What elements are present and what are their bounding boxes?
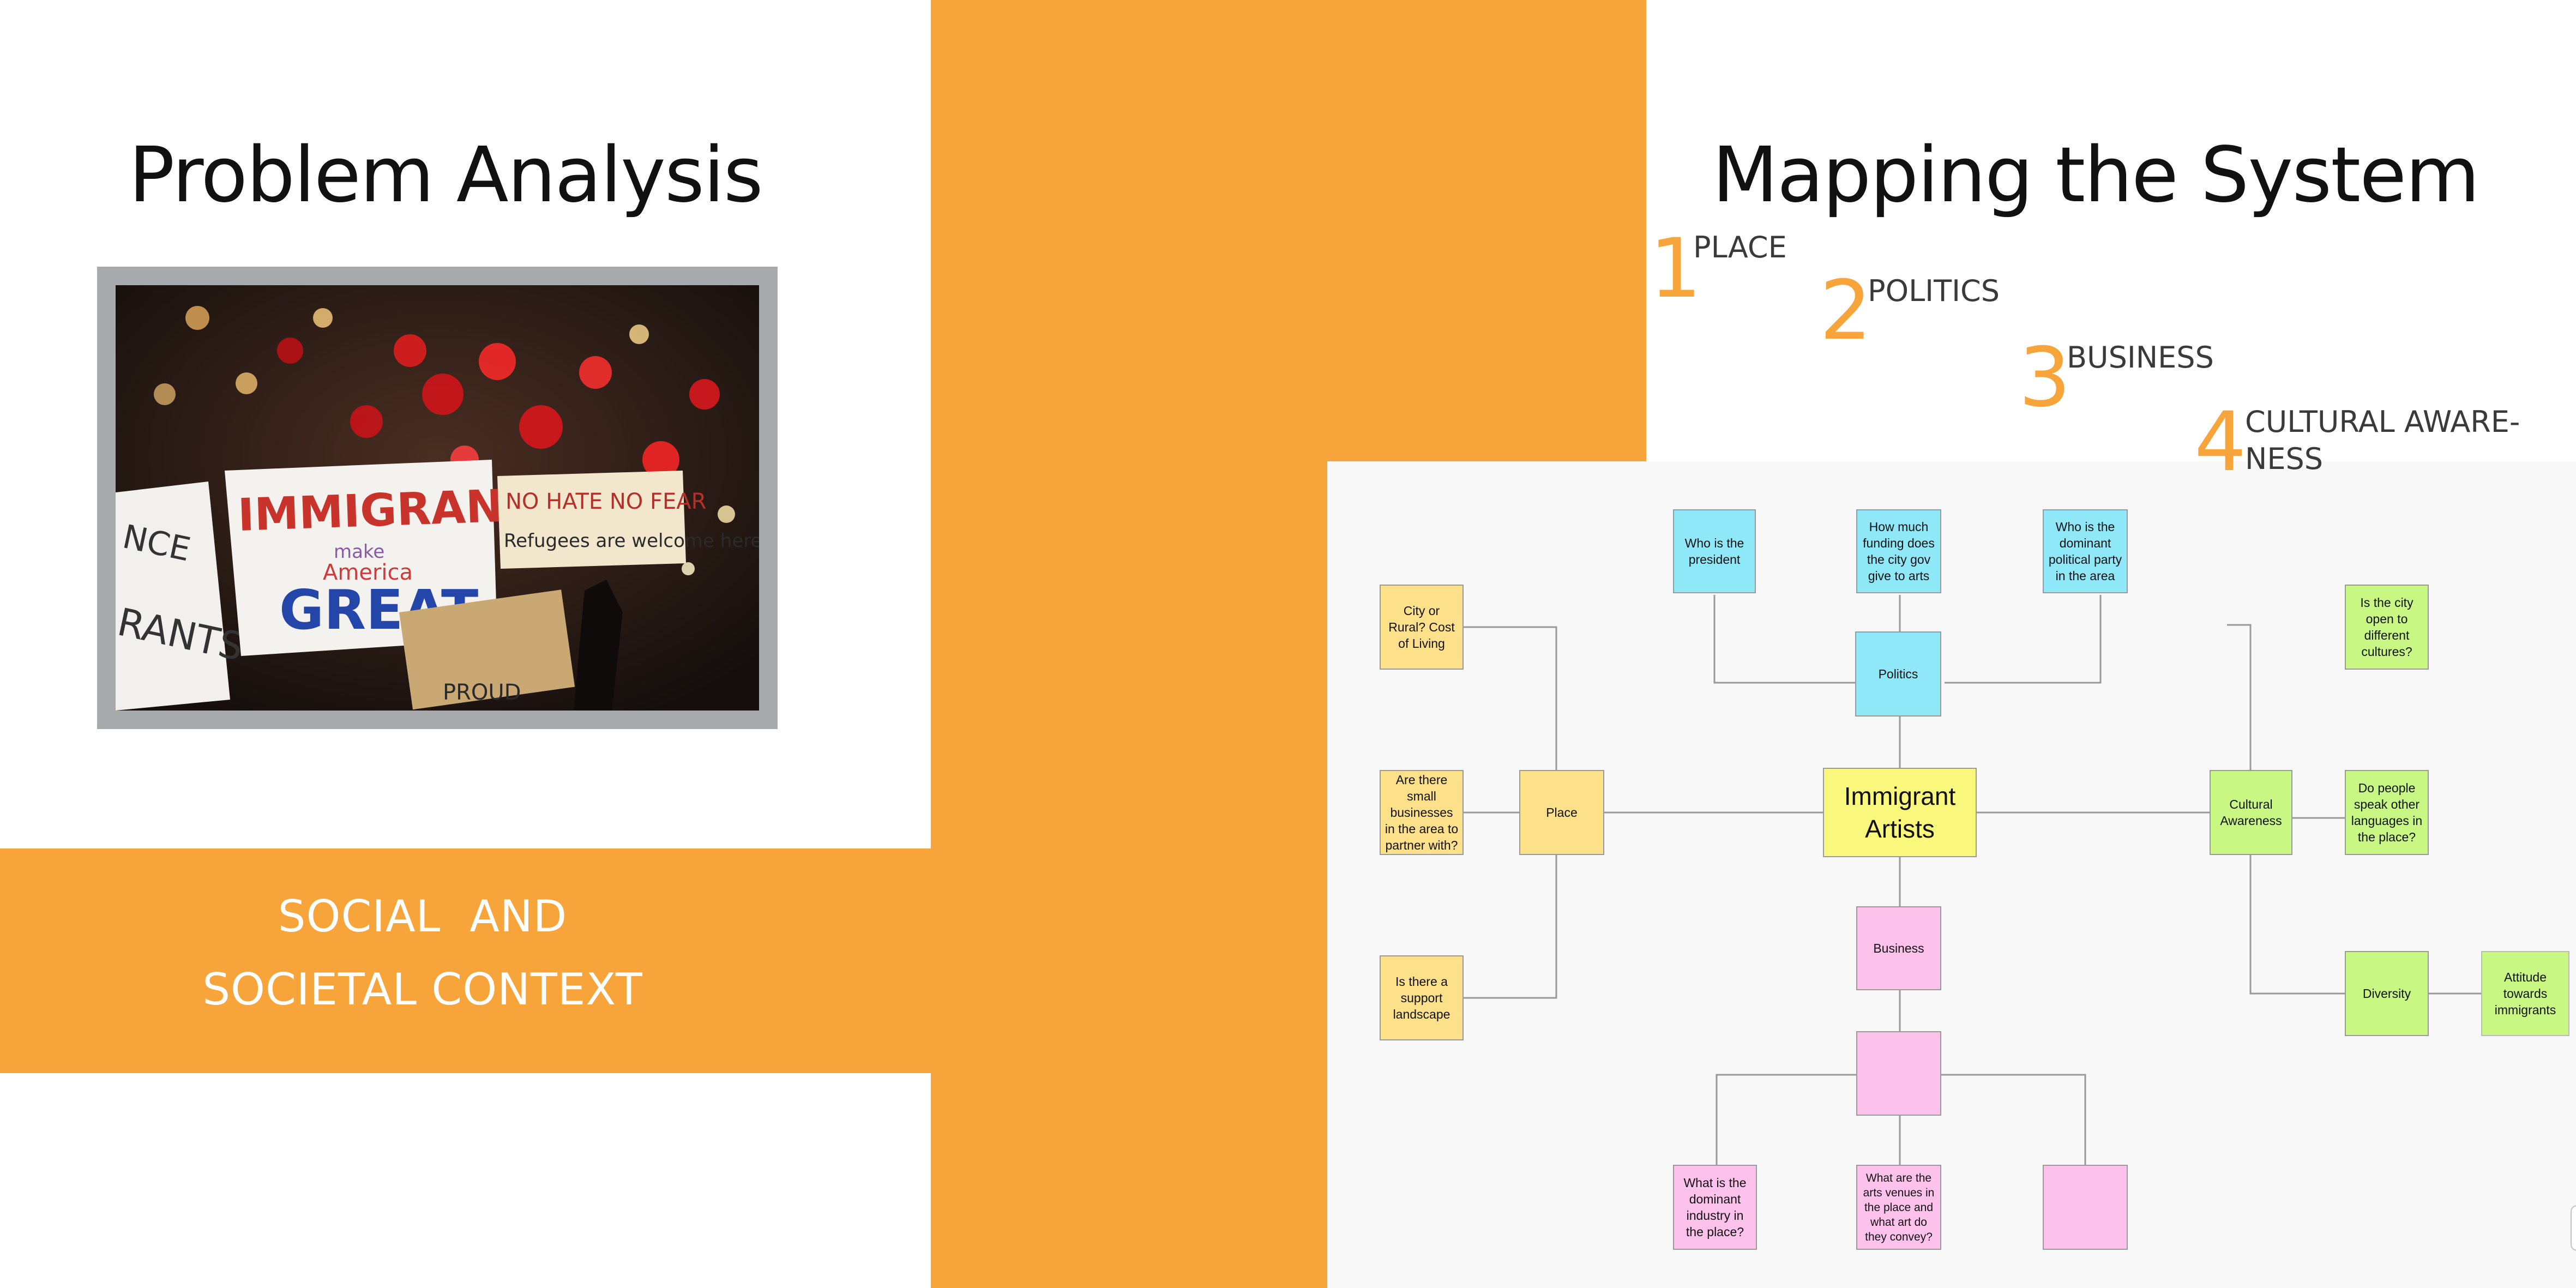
- note-small-businesses: Are there small businesses in the area t…: [1380, 770, 1464, 855]
- center-line-2: Artists: [1865, 815, 1935, 843]
- note-diversity: Diversity: [2345, 951, 2429, 1036]
- note-dominant-industry: What is the dominant industry in the pla…: [1673, 1165, 1757, 1250]
- center-line-1: Immigrant: [1844, 782, 1956, 810]
- photo-sign-bottom: PROUD: [443, 680, 521, 705]
- photo-sign-main-2: make: [334, 541, 384, 563]
- step-3-label: BUSINESS: [2067, 340, 2214, 375]
- protest-photo-image: NCE RANTS IMMIGRANTS make America GREAT …: [116, 285, 759, 711]
- note-place: Place: [1519, 770, 1604, 855]
- step-4-label-line-1: CULTURAL AWARE-: [2245, 405, 2520, 439]
- note-cultural-awareness: Cultural Awareness: [2210, 770, 2292, 855]
- photo-sign-main-3: America: [323, 560, 413, 585]
- photo-sign-right-1: NO HATE NO FEAR: [505, 489, 706, 514]
- protest-photo-frame: NCE RANTS IMMIGRANTS make America GREAT …: [97, 267, 778, 729]
- step-4-label: CULTURAL AWARE- NESS: [2245, 404, 2520, 478]
- note-open-cultures: Is the city open to different cultures?: [2345, 585, 2429, 670]
- note-attitude-immigrants: Attitude towards immigrants: [2481, 951, 2569, 1036]
- note-other-languages: Do people speak other languages in the p…: [2345, 770, 2429, 855]
- note-pink-blank: [2043, 1165, 2128, 1250]
- step-4-label-line-2: NESS: [2245, 442, 2324, 476]
- note-arts-venues: What are the arts venues in the place an…: [1856, 1165, 1941, 1250]
- board-scroll-handle[interactable]: [2571, 1205, 2576, 1251]
- protest-photo: NCE RANTS IMMIGRANTS make America GREAT …: [116, 285, 759, 711]
- note-politics: Politics: [1855, 631, 1941, 717]
- step-2-label: POLITICS: [1868, 274, 2000, 308]
- banner-line-2: SOCIETAL CONTEXT: [202, 964, 643, 1015]
- note-city-funding: How much funding does the city gov give …: [1856, 509, 1941, 593]
- banner-line-1: SOCIAL AND: [278, 891, 568, 942]
- note-business-blank: [1856, 1031, 1941, 1116]
- system-map-board: Who is the president How much funding do…: [1327, 461, 2576, 1288]
- note-business: Business: [1856, 906, 1941, 990]
- step-3-number: 3: [2019, 330, 2071, 425]
- note-support-landscape: Is there a support landscape: [1380, 955, 1464, 1040]
- photo-sign-right-2: Refugees are welcome here!: [504, 530, 759, 552]
- orange-left-banner: [0, 848, 931, 1073]
- mapping-system-title: Mapping the System: [1712, 131, 2480, 220]
- step-4-number: 4: [2194, 395, 2247, 490]
- note-immigrant-artists: Immigrant Artists: [1823, 768, 1977, 857]
- step-2-number: 2: [1820, 263, 1872, 358]
- note-city-or-rural: City or Rural? Cost of Living: [1380, 585, 1464, 670]
- problem-analysis-title: Problem Analysis: [129, 131, 763, 220]
- note-who-is-president: Who is the president: [1673, 509, 1756, 593]
- note-dominant-party: Who is the dominant political party in t…: [2043, 509, 2128, 593]
- step-1-label: PLACE: [1693, 230, 1787, 264]
- social-context-banner: SOCIAL AND SOCIETAL CONTEXT: [0, 880, 845, 1026]
- step-1-number: 1: [1650, 221, 1702, 316]
